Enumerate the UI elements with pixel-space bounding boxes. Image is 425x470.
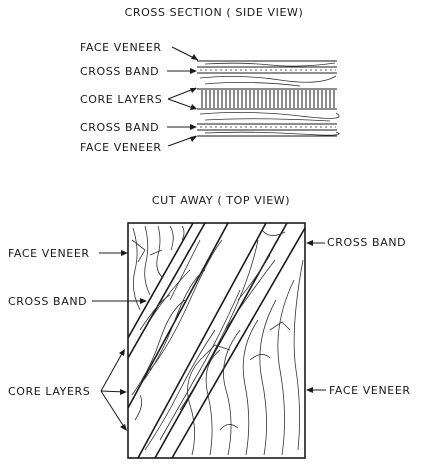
label-face-veneer-bottom: FACE VENEER: [80, 141, 162, 154]
wood-grain: [131, 225, 304, 456]
cross-section-bottom-face-veneer: [197, 131, 340, 137]
diagonal-layer-boundaries: [127, 222, 306, 459]
label-face-veneer-top: FACE VENEER: [80, 41, 162, 54]
cross-section-title: CROSS SECTION ( SIDE VIEW): [125, 6, 304, 19]
cross-section-upper-grain-layer: [199, 75, 337, 87]
label-cross-band-bottom: CROSS BAND: [80, 121, 159, 134]
label-face-veneer-left: FACE VENEER: [8, 247, 90, 260]
label-cross-band-right: CROSS BAND: [327, 236, 406, 249]
label-cross-band-top: CROSS BAND: [80, 65, 159, 78]
label-core-layers: CORE LAYERS: [80, 93, 162, 106]
cross-section-top-face-veneer: [197, 60, 337, 67]
cut-away-title: CUT AWAY ( TOP VIEW): [152, 194, 290, 207]
cross-section-bottom-cross-band: [197, 123, 337, 131]
label-core-layers-cut: CORE LAYERS: [8, 385, 90, 398]
cross-section-top-cross-band: [197, 66, 337, 74]
cross-section-core-layers: [197, 88, 337, 110]
label-face-veneer-right: FACE VENEER: [329, 384, 411, 397]
label-cross-band-left: CROSS BAND: [8, 295, 87, 308]
cut-away-view: CUT AWAY ( TOP VIEW): [8, 194, 411, 459]
cross-section-lower-grain-layer: [199, 112, 340, 122]
cross-section-view: CROSS SECTION ( SIDE VIEW): [80, 6, 340, 154]
panel-outline: [127, 222, 306, 459]
